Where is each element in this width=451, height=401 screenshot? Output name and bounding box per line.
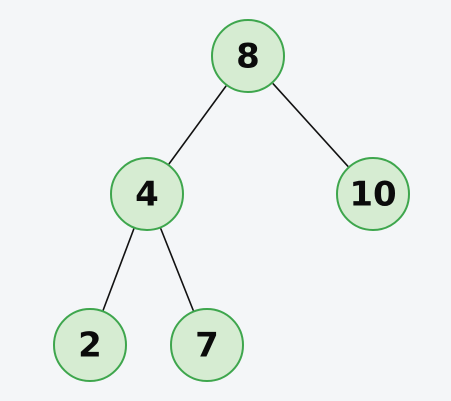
tree-node-circle — [110, 157, 184, 231]
nodes-layer: 8 4 10 2 7 — [53, 19, 410, 382]
edge-n8-n10 — [272, 82, 349, 168]
edge-n4-n2 — [102, 228, 135, 311]
tree-node-label: 4 — [135, 175, 159, 215]
tree-node-2: 2 — [53, 308, 127, 382]
edges-layer — [102, 82, 349, 311]
tree-node-label: 10 — [349, 175, 396, 215]
tree-node-circle — [53, 308, 127, 382]
tree-node-label: 8 — [236, 37, 260, 77]
tree-node-8: 8 — [211, 19, 285, 93]
tree-node-label: 2 — [78, 326, 102, 366]
tree-node-circle — [336, 157, 410, 231]
edge-n4-n7 — [159, 228, 195, 311]
tree-node-circle — [211, 19, 285, 93]
tree-node-7: 7 — [170, 308, 244, 382]
tree-node-circle — [170, 308, 244, 382]
tree-node-4: 4 — [110, 157, 184, 231]
tree-node-label: 7 — [195, 326, 219, 366]
edge-n8-n4 — [168, 85, 227, 165]
tree-node-10: 10 — [336, 157, 410, 231]
